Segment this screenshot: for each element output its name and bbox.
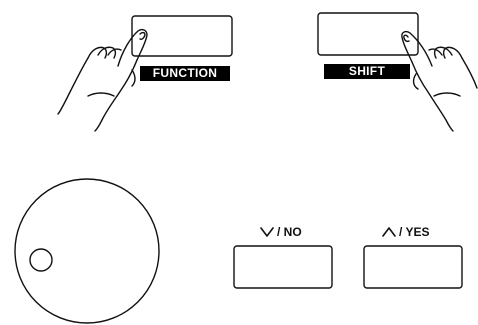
shift-button[interactable]: [317, 12, 419, 56]
pressing-hand-right-icon: [401, 30, 478, 132]
yes-button[interactable]: [363, 245, 463, 289]
pressing-hand-left-icon: [57, 28, 148, 132]
no-button-label: / NO: [277, 225, 302, 239]
yes-button-caption: / YES: [382, 225, 429, 239]
shift-button-label: SHIFT: [324, 64, 410, 79]
no-button[interactable]: [233, 245, 333, 289]
yes-button-label: / YES: [399, 225, 430, 239]
chevron-up-icon: [382, 227, 396, 237]
chevron-down-icon: [260, 227, 274, 237]
function-button-label: FUNCTION: [140, 66, 230, 81]
dial-finger-grip-icon: [29, 248, 53, 272]
data-dial[interactable]: [14, 178, 160, 324]
no-button-caption: / NO: [260, 225, 302, 239]
function-button[interactable]: [131, 15, 233, 57]
